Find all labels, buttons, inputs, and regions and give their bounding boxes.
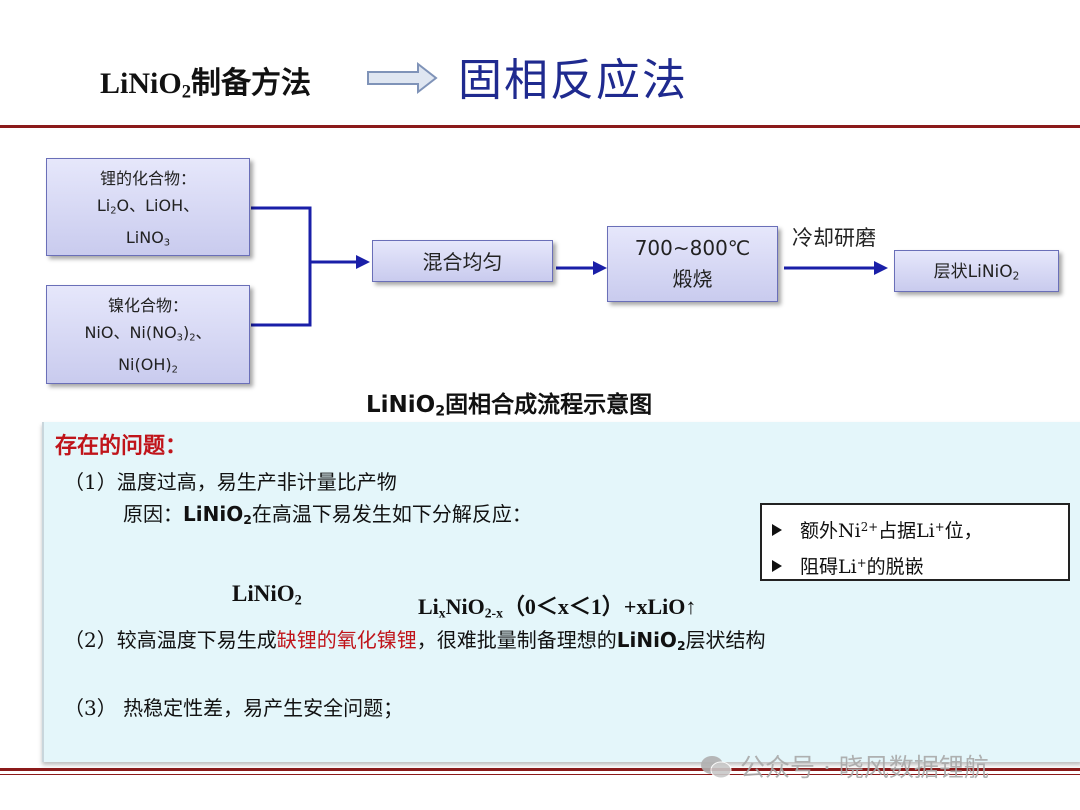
- effect-note-box: 额外Ni2+占据Li+位， 阻碍Li+的脱嵌: [760, 503, 1070, 581]
- header-arrow-icon: [367, 61, 438, 95]
- arrowhead-calcine: [593, 261, 607, 275]
- note-item-1: 额外Ni2+占据Li+位，: [772, 511, 1068, 547]
- product-box: 层状LiNiO2: [894, 250, 1059, 292]
- box-a-line2: Li2O、LiOH、: [96, 196, 200, 217]
- note-item-2: 阻碍Li+的脱嵌: [772, 547, 1068, 583]
- nickel-compound-box: 镍化合物： NiO、Ni(NO3)2、 Ni(OH)2: [46, 285, 250, 384]
- issues-heading: 存在的问题：: [55, 433, 188, 459]
- wechat-icon: [700, 754, 732, 780]
- calcination-label: 煅烧: [672, 267, 713, 291]
- merge-bracket: [251, 206, 312, 327]
- bottom-divider: [0, 768, 1080, 771]
- calcination-box: 700~800℃ 煅烧: [607, 226, 778, 302]
- triangle-bullet-icon: [772, 523, 782, 536]
- box-b-line2: NiO、Ni(NO3)2、: [84, 323, 212, 344]
- method-label: LiNiO2制备方法: [100, 67, 311, 103]
- page-title: 固相反应法: [458, 55, 688, 106]
- cooling-grinding-label: 冷却研磨: [792, 226, 876, 250]
- triangle-bullet-icon: [772, 559, 782, 572]
- lithium-compound-box: 锂的化合物： Li2O、LiOH、 LiNO3: [46, 158, 250, 256]
- diagram-caption: LiNiO2固相合成流程示意图: [366, 392, 653, 420]
- top-divider: [0, 125, 1080, 128]
- issue-3: （3） 热稳定性差，易产生安全问题；: [64, 696, 404, 720]
- bottom-divider-thin: [0, 774, 1080, 775]
- watermark-text: 公众号 · 晓风数据锂航: [740, 753, 989, 782]
- watermark: 公众号 · 晓风数据锂航: [700, 748, 989, 784]
- box-b-line1: 镍化合物：: [107, 296, 188, 315]
- box-a-line1: 锂的化合物：: [99, 169, 196, 188]
- box-a-line3: LiNO3: [125, 228, 171, 249]
- issue-2: （2）较高温度下易生成缺锂的氧化镍锂，很难批量制备理想的LiNiO2层状结构: [64, 628, 766, 654]
- equation-products: LixNiO2-x（0＜x＜1）+xLiO↑: [418, 594, 697, 621]
- issue-1: （1）温度过高，易生产非计量比产物: [64, 470, 397, 494]
- box-b-line3: Ni(OH)2: [118, 355, 178, 376]
- calcination-temp: 700~800℃: [634, 236, 751, 260]
- issues-panel: [42, 422, 1080, 762]
- issue-1-reason: 原因：LiNiO2在高温下易发生如下分解反应：: [123, 502, 532, 528]
- arrowhead-product: [874, 261, 888, 275]
- mixing-box: 混合均匀: [372, 240, 553, 282]
- arrowhead-mix: [356, 255, 370, 269]
- equation-reactant: LiNiO2: [232, 581, 302, 609]
